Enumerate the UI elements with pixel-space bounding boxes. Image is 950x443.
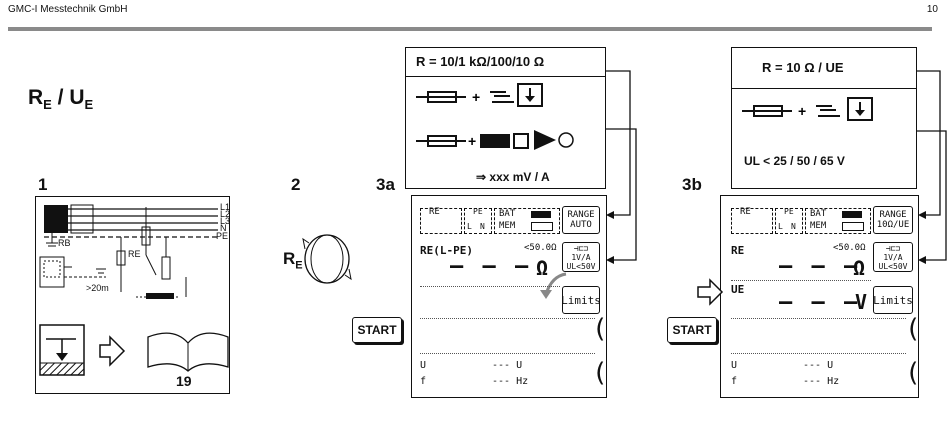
step-3b-label: 3b xyxy=(682,175,702,194)
header-rule xyxy=(8,27,932,31)
measurement-label: RE(L-PE) xyxy=(420,244,473,257)
line-label: L2 xyxy=(220,209,231,219)
bat-mem-indicator: BAT MEM xyxy=(494,208,560,234)
pointer-arrow-icon xyxy=(697,278,724,306)
pe-ln-symbol: PE L N xyxy=(775,207,803,234)
page-title: RE / UE xyxy=(28,86,94,113)
frequency-value: --- Hz xyxy=(803,376,840,387)
line-label: L3 xyxy=(220,216,231,226)
svg-text:+: + xyxy=(468,133,476,149)
ul-text: UL < 25 / 50 / 65 V xyxy=(744,154,845,168)
bracket-glyph: ( xyxy=(592,314,608,344)
info-box-3a: R = 10/1 kΩ/100/10 Ω + + ⇒ xxx mV / A xyxy=(405,47,606,189)
voltage-label: U xyxy=(731,360,738,371)
distance-label: >20m xyxy=(86,283,109,293)
rotary-label: RE xyxy=(283,249,303,272)
probe-icon: ⊣⊏⊐ xyxy=(573,243,589,253)
start-button[interactable]: START xyxy=(352,317,402,343)
probe-icons: + xyxy=(742,97,873,121)
pe-ln-symbol: PE L N xyxy=(464,207,492,234)
voltage-value: --- U xyxy=(803,360,834,371)
rotary-icon xyxy=(302,234,352,284)
frequency-label: f xyxy=(420,376,427,387)
page-number: 10 xyxy=(926,4,938,15)
formula-text: ⇒ xxx mV / A xyxy=(476,170,550,184)
frequency-label: f xyxy=(731,376,738,387)
bracket-glyph: ( xyxy=(592,358,608,388)
voltage-label: U xyxy=(420,360,427,371)
re-label: RE xyxy=(128,249,141,259)
rb-label: RB xyxy=(58,238,71,248)
range-text: R = 10/1 kΩ/100/10 Ω xyxy=(406,48,605,77)
curved-arrow-icon xyxy=(540,272,567,299)
wiring-diagram xyxy=(39,204,229,376)
rotary-switch[interactable]: RE xyxy=(283,225,358,295)
voltage-value: --- U xyxy=(492,360,523,371)
range-text: R = 10 Ω / UE xyxy=(732,48,916,89)
probe-icon: ⊣⊏⊐ xyxy=(885,243,901,253)
re-symbol: RE xyxy=(731,207,773,234)
frequency-value: --- Hz xyxy=(492,376,529,387)
probe-icons: + + xyxy=(416,83,574,150)
bat-mem-indicator: BAT MEM xyxy=(805,208,871,234)
step-3a-label: 3a xyxy=(376,175,395,194)
bracket-glyph: ( xyxy=(905,358,921,388)
line-label: L1 xyxy=(220,202,231,212)
connector-lines-3b xyxy=(917,70,947,264)
limit-value: <50.0Ω xyxy=(833,243,866,253)
svg-text:+: + xyxy=(798,103,806,119)
info-box-3b: R = 10 Ω / UE + UL < 25 / 50 / 65 V xyxy=(731,47,917,189)
re-symbol: RE xyxy=(420,207,462,234)
ohm-unit: Ω xyxy=(536,256,549,280)
start-button[interactable]: START xyxy=(667,317,717,343)
step-1-label: 1 xyxy=(38,175,48,194)
volt-unit: V xyxy=(855,290,868,314)
bracket-glyph: ( xyxy=(905,314,921,344)
ohm-unit: Ω xyxy=(853,256,866,280)
limit-value: <50.0Ω xyxy=(524,243,557,253)
svg-text:+: + xyxy=(472,89,480,105)
company-name: GMC-I Messtechnik GmbH xyxy=(8,4,128,15)
ue-label: UE xyxy=(731,283,745,296)
resistance-readout: – – – xyxy=(779,254,861,279)
voltage-readout: – – – xyxy=(779,290,861,315)
connection-panel: L1 L2 L3 N PE RB RE >20m 19 xyxy=(35,196,230,394)
limits-button[interactable]: Limits xyxy=(561,286,601,314)
connector-lines-3a xyxy=(606,70,637,264)
line-label: N xyxy=(220,223,227,233)
limits-button[interactable]: Limits xyxy=(873,286,913,314)
step-2-label: 2 xyxy=(291,175,301,194)
line-label: PE xyxy=(216,231,229,241)
page-reference: 19 xyxy=(176,373,192,389)
resistance-readout: – – – xyxy=(450,254,532,279)
measurement-label: RE xyxy=(731,244,745,257)
